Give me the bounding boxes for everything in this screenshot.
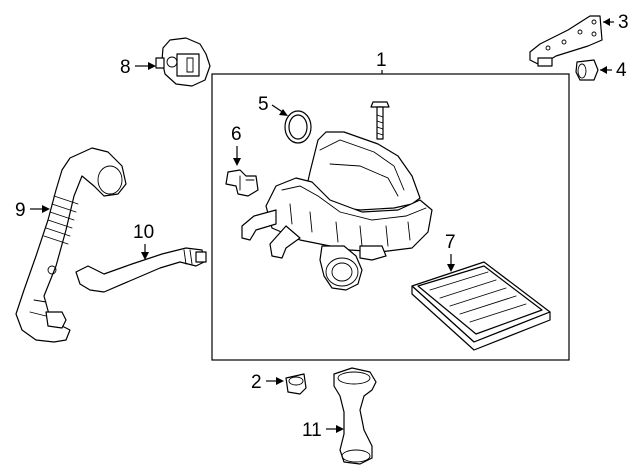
part-2-grommet [285, 373, 307, 395]
bolt [370, 101, 390, 140]
callout-3: 3 [603, 12, 629, 33]
part-3-bracket [529, 15, 603, 67]
assembly-box [211, 73, 570, 361]
callout-9-label: 9 [15, 200, 26, 221]
part-9-intake-hose [15, 147, 127, 343]
callout-9: 9 [15, 200, 50, 221]
callout-7-label: 7 [445, 232, 456, 253]
callout-10: 10 [133, 222, 154, 260]
callout-5-label: 5 [258, 94, 269, 115]
callout-4-label: 4 [616, 60, 627, 81]
part-6-sensor [225, 169, 259, 197]
callout-5: 5 [258, 94, 288, 116]
callout-11-label: 11 [302, 420, 322, 441]
callout-8: 8 [120, 57, 156, 78]
callout-6: 6 [231, 124, 242, 166]
part-10-hose [75, 247, 207, 293]
part-7-filter [411, 261, 551, 351]
part-8-sensor [155, 37, 211, 87]
callout-11: 11 [302, 420, 344, 441]
part-4-grommet [575, 59, 599, 81]
part-11-duct [333, 367, 377, 465]
air-cleaner-housing [241, 131, 433, 291]
callout-2-label: 2 [251, 372, 262, 393]
callout-7: 7 [445, 232, 456, 272]
callout-6-label: 6 [231, 124, 242, 145]
callout-10-label: 10 [133, 222, 154, 243]
part-5-o-ring [284, 110, 312, 144]
callout-1-label: 1 [376, 50, 387, 71]
callout-1: 1 [376, 50, 387, 74]
callout-2: 2 [251, 372, 284, 393]
callout-3-label: 3 [618, 12, 629, 33]
callout-4: 4 [600, 60, 627, 81]
callout-8-label: 8 [120, 57, 131, 78]
